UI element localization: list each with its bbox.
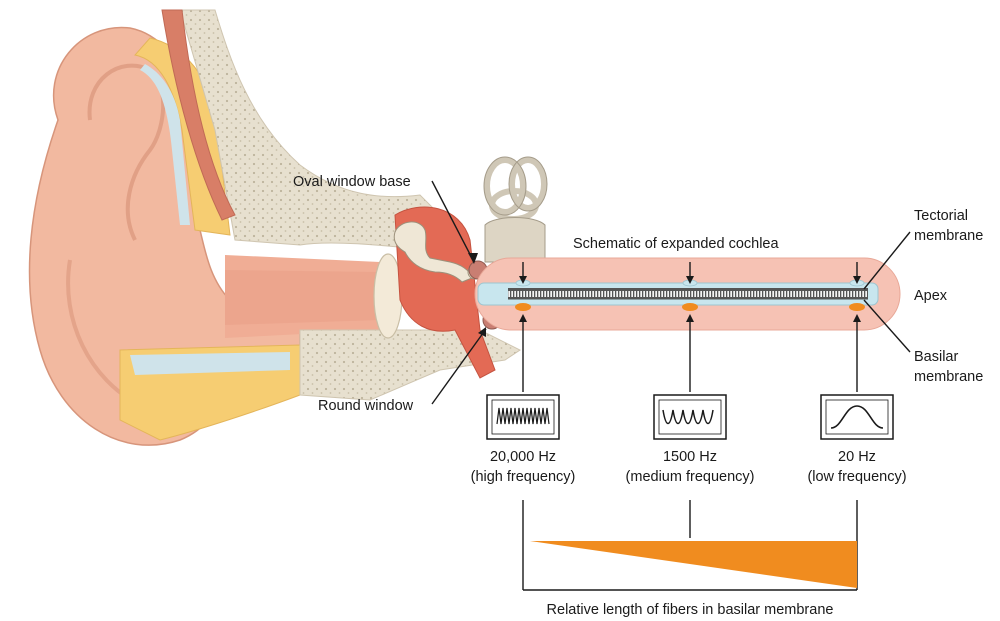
tectorial-label-line2: membrane [914, 228, 983, 244]
vestibule [485, 218, 545, 263]
frequency-value-low: 20 Hz [838, 449, 876, 465]
frequency-desc-high: (high frequency) [471, 469, 576, 485]
round-window-label: Round window [318, 398, 414, 414]
signal-box-medium [654, 395, 726, 439]
signal-box-low [821, 395, 893, 439]
bottom-caption: Relative length of fibers in basilar mem… [547, 602, 834, 618]
fiber-length-triangle [530, 541, 857, 588]
signal-box-high [487, 395, 559, 439]
apex-label: Apex [914, 288, 948, 304]
tectorial-membrane [508, 288, 868, 291]
ear-canal-shadow [225, 270, 380, 325]
frequency-desc-medium: (medium frequency) [626, 469, 755, 485]
resonance-high [515, 303, 531, 311]
hair-cells [508, 291, 868, 297]
resonance-medium [682, 303, 698, 311]
basilar-membrane [508, 297, 868, 300]
ear-anatomy [30, 10, 547, 445]
resonance-low [849, 303, 865, 311]
frequency-value-high: 20,000 Hz [490, 449, 556, 465]
tectorial-label-line1: Tectorial [914, 208, 968, 224]
basilar-label-line2: membrane [914, 369, 983, 385]
frequency-desc-low: (low frequency) [807, 469, 906, 485]
schematic-title: Schematic of expanded cochlea [573, 236, 779, 252]
frequency-value-medium: 1500 Hz [663, 449, 717, 465]
oval-window-label: Oval window base [293, 174, 411, 190]
basilar-label-line1: Basilar [914, 349, 958, 365]
semicircular-canals [487, 160, 544, 219]
